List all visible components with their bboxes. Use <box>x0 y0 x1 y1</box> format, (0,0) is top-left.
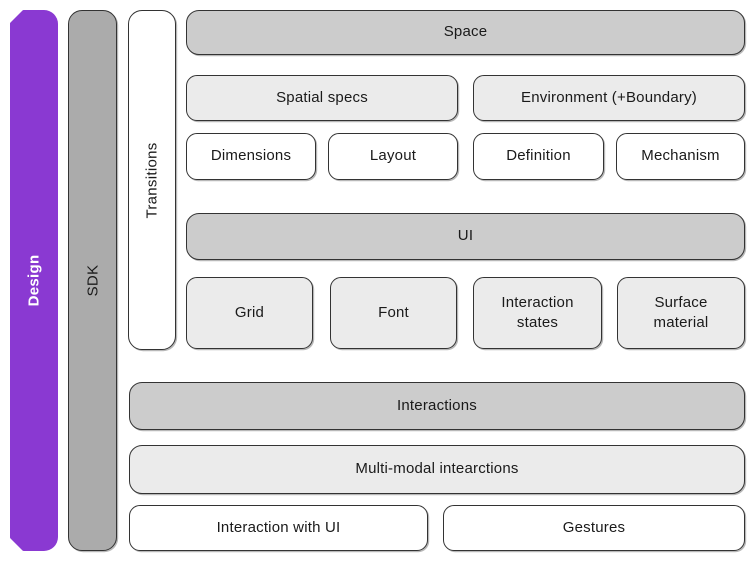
font-box: Font <box>330 277 457 349</box>
sdk-bar-label: SDK <box>84 264 101 297</box>
ui-header: UI <box>186 213 745 260</box>
spatial-specs-box: Spatial specs <box>186 75 458 121</box>
design-bar: Design <box>10 10 58 551</box>
transitions-bar-label: Transitions <box>143 141 161 219</box>
gestures-box: Gestures <box>443 505 745 551</box>
design-bar-label: Design <box>25 254 43 307</box>
interactions-header: Interactions <box>129 382 745 430</box>
dimensions-box: Dimensions <box>186 133 316 180</box>
definition-box: Definition <box>473 133 604 180</box>
transitions-bar: Transitions <box>128 10 176 350</box>
interaction-states-box: Interaction states <box>473 277 602 349</box>
environment-boundary-box: Environment (+Boundary) <box>473 75 745 121</box>
interaction-with-ui-box: Interaction with UI <box>129 505 428 551</box>
layout-box: Layout <box>328 133 458 180</box>
mechanism-box: Mechanism <box>616 133 745 180</box>
grid-box: Grid <box>186 277 313 349</box>
surface-material-box: Surface material <box>617 277 745 349</box>
space-header: Space <box>186 10 745 55</box>
sdk-bar: SDK <box>68 10 117 551</box>
multimodal-interactions-box: Multi-modal intearctions <box>129 445 745 494</box>
